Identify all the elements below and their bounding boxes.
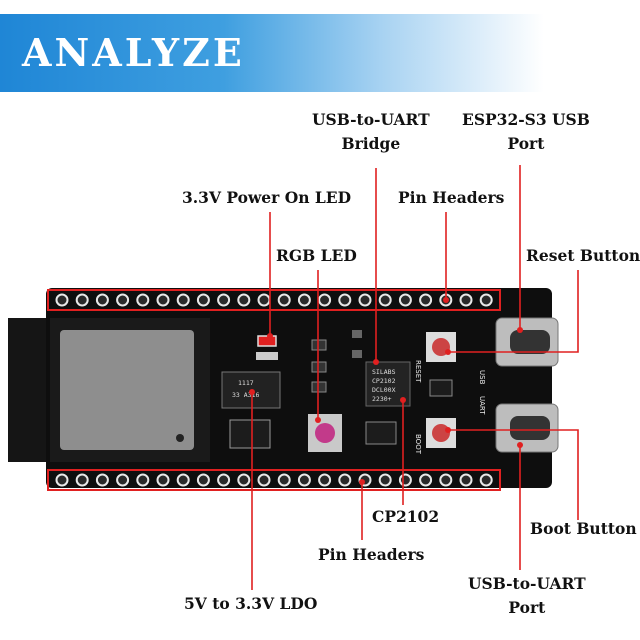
- cp-text-1: SILABS: [372, 368, 396, 376]
- label-pin-headers-bottom: Pin Headers: [318, 545, 425, 564]
- header-pin: [358, 293, 372, 307]
- pins-top: [55, 293, 493, 307]
- header-pin: [75, 473, 89, 487]
- header-pin: [237, 473, 251, 487]
- label-cp2102: CP2102: [372, 507, 440, 526]
- header-pin: [217, 293, 231, 307]
- header-pin: [217, 473, 231, 487]
- power-led: [257, 335, 277, 347]
- header-pin: [318, 473, 332, 487]
- header-pin: [419, 473, 433, 487]
- header-pin: [136, 293, 150, 307]
- cp-text-2: CP2102: [372, 377, 396, 385]
- cp-text-3: DCL00X: [372, 386, 396, 394]
- header-pin: [176, 293, 190, 307]
- header-pin: [55, 293, 69, 307]
- header-pin: [459, 473, 473, 487]
- cp-text-4: 2230+: [372, 395, 392, 403]
- ldo-text-2: 33 A316: [232, 391, 259, 399]
- header-pin: [338, 473, 352, 487]
- boot-silk: BOOT: [414, 434, 422, 455]
- header-pin: [75, 293, 89, 307]
- reset-silk: RESET: [414, 360, 422, 383]
- header-pin: [136, 473, 150, 487]
- label-rgb-led: RGB LED: [276, 246, 357, 265]
- header-pin: [318, 293, 332, 307]
- usb-silk: USB: [478, 370, 486, 385]
- header-pin: [95, 473, 109, 487]
- header-pin: [156, 473, 170, 487]
- header-pin: [95, 293, 109, 307]
- header-pin: [55, 473, 69, 487]
- header-pin: [156, 293, 170, 307]
- header-pin: [439, 473, 453, 487]
- ldo-text-1: 1117: [238, 379, 254, 387]
- header-pin: [196, 473, 210, 487]
- header-pin: [257, 473, 271, 487]
- header-pin: [479, 473, 493, 487]
- header-pin: [297, 473, 311, 487]
- label-ldo: 5V to 3.3V LDO: [184, 594, 318, 613]
- header-banner: ANALYZE: [0, 14, 640, 92]
- header-pin: [378, 293, 392, 307]
- uart-silk: UART: [478, 396, 486, 415]
- pin-header-bottom: [47, 469, 501, 491]
- header-pin: [398, 293, 412, 307]
- header-pin: [378, 473, 392, 487]
- header-pin: [277, 293, 291, 307]
- header-pin: [398, 473, 412, 487]
- header-pin: [116, 293, 130, 307]
- header-pin: [196, 293, 210, 307]
- header-pin: [338, 293, 352, 307]
- header-pin: [176, 473, 190, 487]
- header-pin: [237, 293, 251, 307]
- banner-title: ANALYZE: [22, 30, 245, 75]
- label-reset-button: Reset Button: [526, 246, 640, 265]
- pin-header-top: [47, 289, 501, 311]
- label-boot-button: Boot Button: [530, 519, 637, 538]
- header-pin: [277, 473, 291, 487]
- header-pin: [116, 473, 130, 487]
- header-pin: [459, 293, 473, 307]
- label-power-led: 3.3V Power On LED: [182, 188, 352, 207]
- header-pin: [419, 293, 433, 307]
- module-shield: [60, 330, 194, 450]
- header-pin: [479, 293, 493, 307]
- label-pin-headers-top: Pin Headers: [398, 188, 505, 207]
- header-pin: [297, 293, 311, 307]
- header-pin: [257, 293, 271, 307]
